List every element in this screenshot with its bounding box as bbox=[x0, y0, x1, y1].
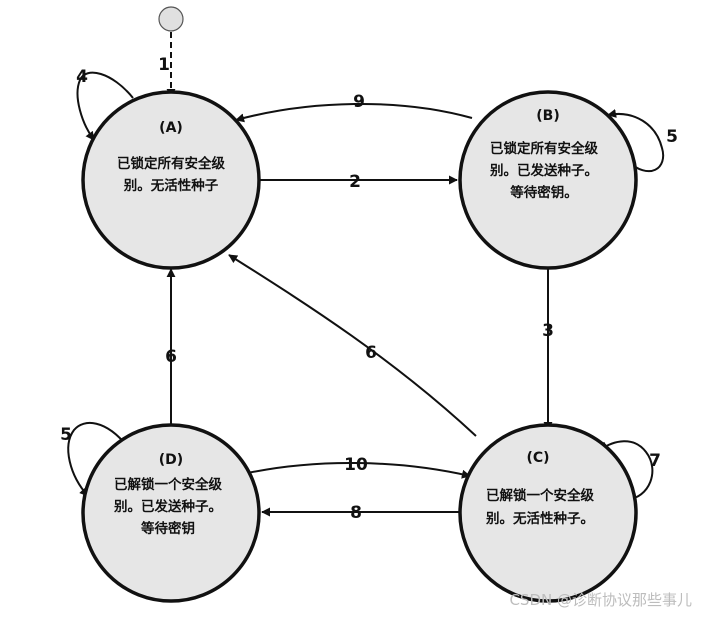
edge-10-d-to-c bbox=[242, 462, 471, 479]
state-c-circle bbox=[458, 423, 638, 603]
edge-label-6-d-a: 6 bbox=[165, 347, 177, 367]
state-a-line-2: 别。无活性种子 bbox=[123, 177, 219, 194]
edge-label-3: 3 bbox=[542, 321, 554, 341]
edge-9-b-to-a bbox=[235, 103, 473, 123]
edge-label-8: 8 bbox=[350, 503, 362, 523]
state-c-line-2: 别。无活性种子。 bbox=[485, 510, 594, 527]
state-b-circle bbox=[458, 90, 638, 270]
state-b-line-2: 别。已发送种子。 bbox=[489, 162, 598, 179]
edge-label-6-c-a: 6 bbox=[365, 343, 377, 363]
edge-label-7: 7 bbox=[649, 451, 661, 471]
state-c-id: (C) bbox=[526, 450, 549, 466]
edge-label-1: 1 bbox=[158, 55, 170, 75]
state-a-id: (A) bbox=[159, 120, 183, 136]
state-b-line-3: 等待密钥。 bbox=[510, 184, 578, 201]
state-b-line-1: 已锁定所有安全级 bbox=[490, 140, 598, 157]
state-d-id: (D) bbox=[159, 452, 183, 468]
state-d-line-2: 别。已发送种子。 bbox=[113, 498, 222, 515]
edge-label-4: 4 bbox=[76, 67, 88, 87]
state-a-circle bbox=[81, 90, 261, 270]
edge-6-c-to-a bbox=[228, 254, 477, 437]
state-c-line-1: 已解锁一个安全级 bbox=[486, 487, 594, 504]
edge-label-5-b: 5 bbox=[666, 127, 678, 147]
state-d-circle bbox=[81, 423, 261, 603]
edge-label-10: 10 bbox=[344, 455, 368, 475]
edge-label-5-d: 5 bbox=[60, 425, 72, 445]
initial-state-node bbox=[158, 6, 184, 32]
state-b-id: (B) bbox=[536, 108, 559, 124]
edge-5-self-loop-d bbox=[67, 422, 128, 497]
watermark: CSDN @诊断协议那些事儿 bbox=[509, 591, 692, 609]
edge-4-self-loop-a bbox=[76, 71, 134, 141]
state-d-line-3: 等待密钥 bbox=[141, 520, 195, 537]
edge-7-self-loop-c bbox=[599, 440, 654, 501]
edge-5-self-loop-b bbox=[607, 109, 665, 173]
edge-label-9: 9 bbox=[353, 92, 365, 112]
state-a-line-1: 已锁定所有安全级 bbox=[117, 155, 225, 172]
edge-label-2: 2 bbox=[349, 172, 361, 192]
state-d-line-1: 已解锁一个安全级 bbox=[114, 476, 222, 493]
